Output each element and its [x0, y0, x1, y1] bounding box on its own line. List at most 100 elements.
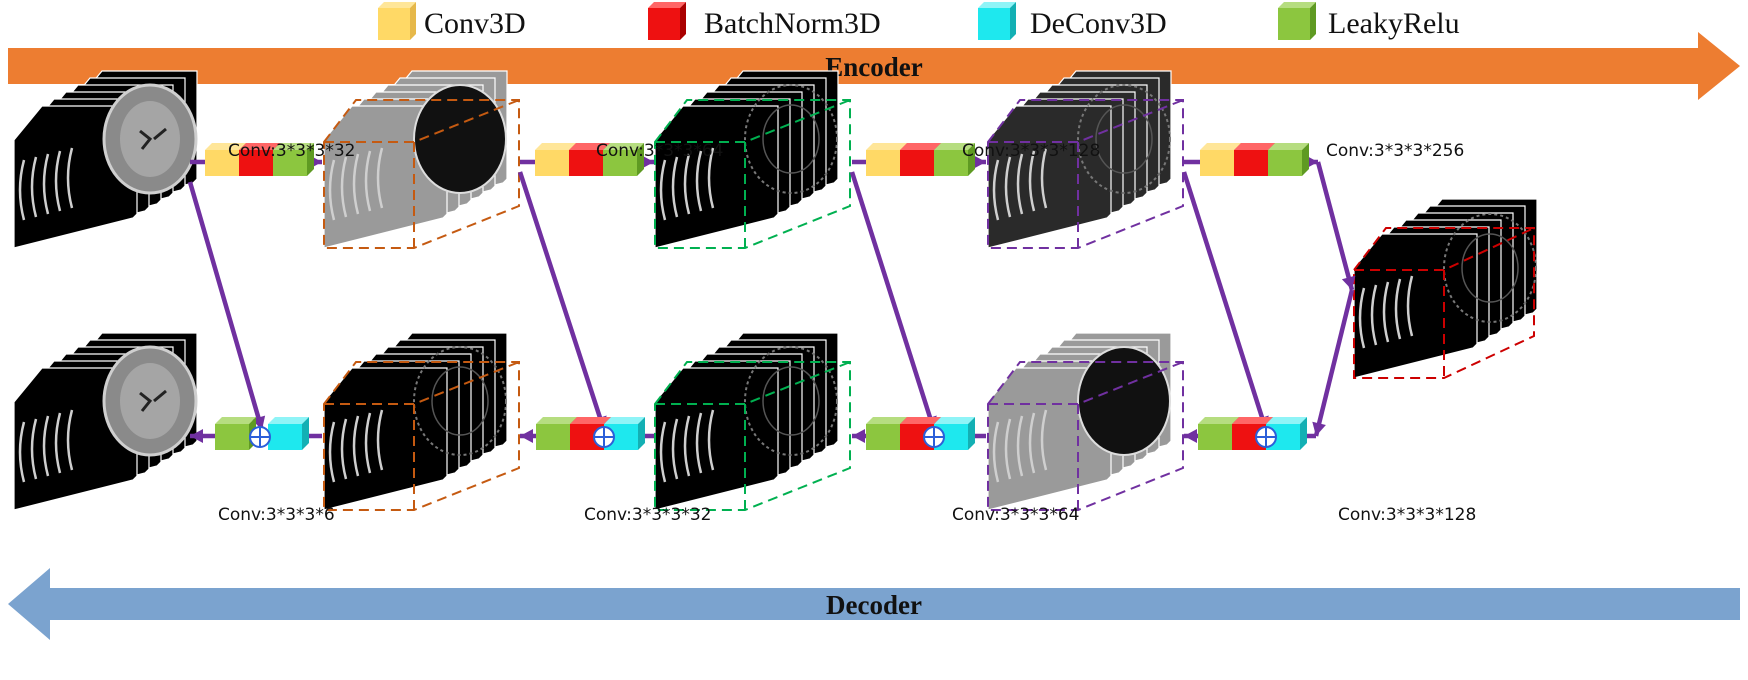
slice-edge [695, 412, 703, 474]
brain-inner [1461, 233, 1519, 303]
arrow-head [973, 155, 986, 169]
legend-swatch-leakyrelu-top [1278, 2, 1316, 8]
slice-edge [352, 415, 360, 477]
legend-swatch-batchnorm3d-side [680, 2, 686, 40]
enc2-relu-block [603, 143, 644, 176]
slice-edge [659, 159, 667, 221]
legend-swatch-leakyrelu-side [1310, 2, 1316, 40]
arrow-head [641, 155, 654, 169]
slice-edge [683, 415, 691, 477]
brain-slice [413, 84, 507, 194]
enc3-conv-block-front [866, 150, 900, 176]
slice-edge [340, 418, 348, 480]
encoder-conv-label-4: Conv:3*3*3*256 [1326, 141, 1464, 161]
enc4-bn-block-front [1234, 150, 1268, 176]
legend-swatch-conv3d [378, 8, 410, 40]
slice-edge [376, 409, 384, 471]
slice-edge [659, 421, 667, 483]
arrow-head [190, 429, 203, 443]
brain-inner [1095, 104, 1153, 174]
arrow-shaft [517, 171, 607, 431]
slice-edge [1358, 287, 1366, 349]
concat-cross [1256, 427, 1276, 447]
volume-outline [654, 99, 851, 249]
dec2-bn-block-top [570, 417, 611, 424]
arrow-head [1341, 275, 1356, 290]
slice-edge [30, 156, 38, 218]
volume-slice [987, 105, 1112, 249]
slice-edge [1028, 150, 1036, 212]
slice-edge [707, 147, 715, 209]
slice-edge [1016, 415, 1024, 477]
output-volume [13, 332, 198, 511]
slice-edge [992, 421, 1000, 483]
volumes-layer [13, 70, 1538, 511]
dec1-relu-block [215, 417, 256, 450]
slice-edge [18, 159, 26, 221]
bottleneck-out-arrow [1312, 289, 1355, 437]
arrow-shaft [1313, 289, 1355, 437]
decoder-conv-label-1: Conv:3*3*3*6 [218, 505, 335, 525]
slice-edge [54, 412, 62, 474]
slice-edge [671, 156, 679, 218]
enc2-relu-block-side [637, 143, 644, 176]
enc3-relu-block-side [968, 143, 975, 176]
enc4-conv-block-top [1200, 143, 1241, 150]
enc3-bn-block-top [900, 143, 941, 150]
brain-slice [1443, 213, 1537, 323]
arrow-shaft [1315, 161, 1355, 291]
legend-swatch-deconv3d-side [1010, 2, 1016, 40]
enc1-conv-block-front [205, 150, 239, 176]
volume-outline [323, 99, 520, 249]
slice-edge [1040, 147, 1048, 209]
enc3-relu-block-top [934, 143, 975, 150]
enc1-relu-block-side [307, 143, 314, 176]
arrow-head [520, 429, 533, 443]
enc2-conv-block-top [535, 143, 576, 150]
slice-edge [66, 409, 74, 471]
input-volume [13, 70, 198, 249]
concat-cross [250, 427, 270, 447]
dec-volume-2 [654, 332, 851, 511]
decoder-conv-label-3: Conv:3*3*3*64 [952, 505, 1079, 525]
arrow-shaft [849, 171, 937, 431]
slice-edge [1016, 153, 1024, 215]
dec-volume-3 [987, 332, 1184, 511]
slice-edge [340, 156, 348, 218]
encoder-conv-label-1: Conv:3*3*3*32 [228, 141, 355, 161]
volume-slice [323, 367, 448, 511]
dec4-deconv-block-side [1300, 417, 1307, 450]
enc4-conv-block-front [1200, 150, 1234, 176]
dec2-relu-block-front [536, 424, 570, 450]
slice-edge [1382, 281, 1390, 343]
brain-slice [1077, 84, 1171, 194]
enc2-relu-block-top [603, 143, 644, 150]
slice-edge [328, 421, 336, 483]
skip-arrow-4 [1181, 171, 1269, 431]
enc1-bn-block-front [239, 150, 273, 176]
dec4-bn-block-top [1232, 417, 1273, 424]
legend-item-leakyrelu: LeakyRelu [1278, 2, 1460, 40]
slice-edge [1004, 418, 1012, 480]
encoder-conv-label-2: Conv:3*3*3*64 [596, 141, 723, 161]
ventricle [139, 389, 167, 412]
decoder-conv-label-2: Conv:3*3*3*32 [584, 505, 711, 525]
bottleneck-in-arrow [1315, 161, 1356, 291]
volume-outline [654, 361, 851, 511]
skip-arrow-2 [517, 171, 607, 431]
skip-arrow-1 [187, 181, 266, 431]
brain-inner [762, 104, 820, 174]
dec3-deconv-block-side [968, 417, 975, 450]
dec1-deconv-block-top [268, 417, 309, 424]
decoder-label: Decoder [826, 590, 922, 620]
slice-edge [707, 409, 715, 471]
ventricle [139, 127, 167, 150]
enc2-conv-block [535, 143, 576, 176]
enc1-bn-block-top [239, 143, 280, 150]
encoder-banner: Encoder [8, 32, 1740, 100]
dec2-relu-block-top [536, 417, 577, 424]
concat-node-4 [1255, 426, 1277, 448]
enc3-conv-block-top [866, 143, 907, 150]
slice-edge [54, 150, 62, 212]
